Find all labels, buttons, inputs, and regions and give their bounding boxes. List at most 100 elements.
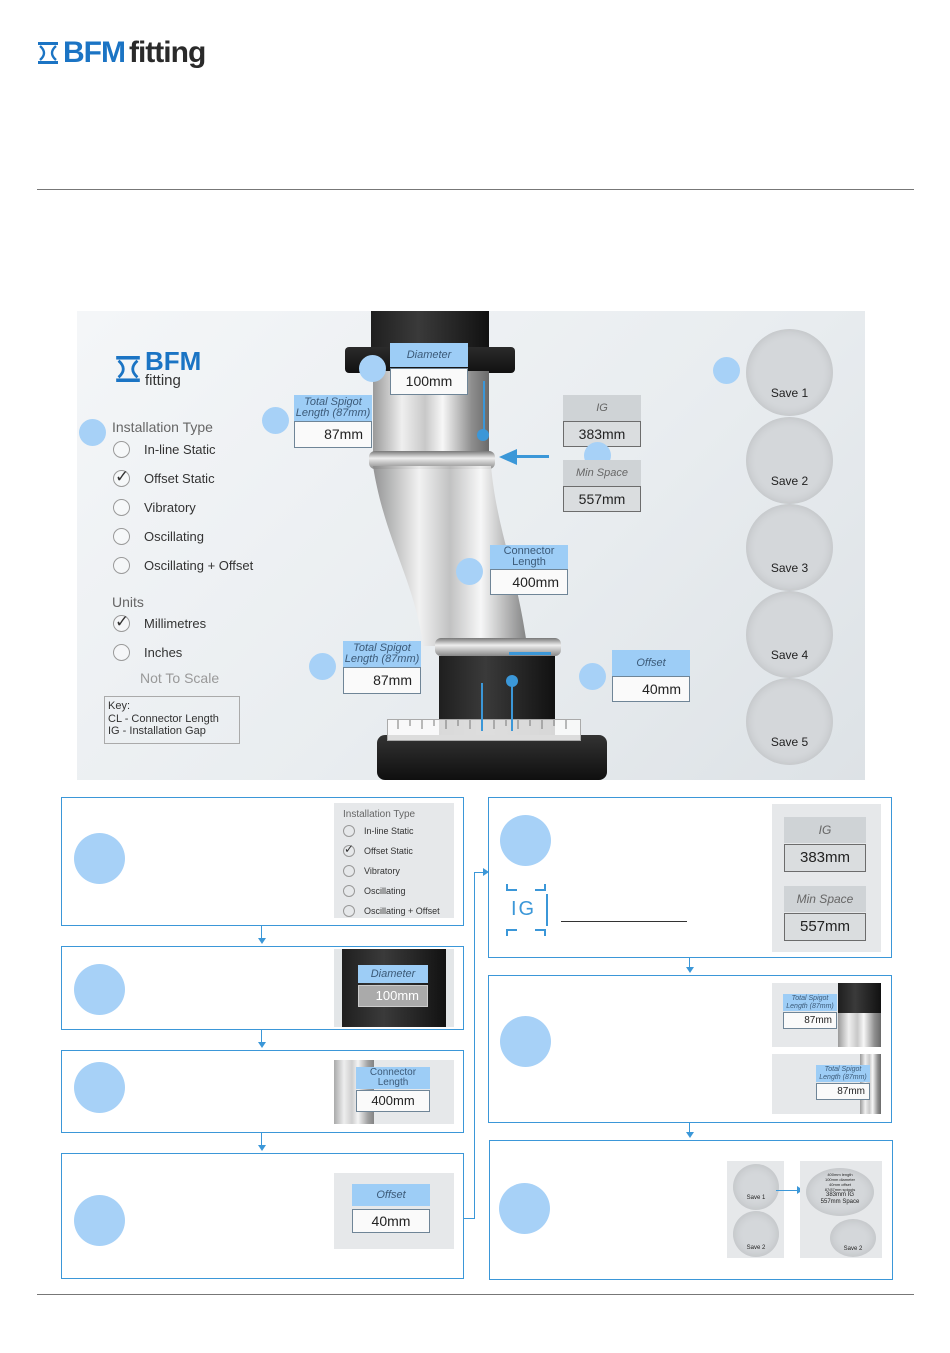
bfm-logo-icon [38, 42, 58, 64]
option-oscillating[interactable]: Oscillating [113, 522, 253, 551]
step-marker-2 [74, 964, 125, 1015]
thumb-connector-value: 400mm [356, 1090, 430, 1112]
spigot-top-input[interactable]: 87mm [294, 421, 372, 448]
option-millimetres[interactable]: Millimetres [113, 609, 206, 638]
thumb-save-info: 400mm length 100mm diameter 40mm offset … [806, 1168, 874, 1216]
option-offset-static[interactable]: Offset Static [113, 464, 253, 493]
offset-line-left [481, 683, 483, 731]
flow-arrow-5 [686, 967, 694, 973]
spigot-bottom-label-line1: Total Spigot [353, 642, 411, 654]
radio-inline-static[interactable] [113, 441, 130, 458]
flow-arrow-6 [686, 1132, 694, 1138]
thumb-option-4: Oscillating [343, 881, 445, 901]
radio-offset-static[interactable] [113, 467, 130, 487]
step-marker-spigot-bottom [309, 653, 336, 680]
flow-arrow-1 [258, 938, 266, 944]
flow-line-2 [261, 1030, 262, 1043]
save-5-button[interactable]: Save 5 [746, 678, 833, 765]
flow-line-6 [689, 1123, 690, 1133]
step-marker-spigot-top [262, 407, 289, 434]
step-marker-6 [500, 1016, 551, 1067]
flow-line-1 [261, 926, 262, 940]
app-logo: BFM fitting [115, 346, 202, 389]
installation-type-title: Installation Type [112, 419, 213, 435]
ig-symbol-icon: IG [503, 882, 549, 938]
thumb-offset-label: Offset [352, 1184, 430, 1206]
save-preview-arrow-line [776, 1190, 798, 1191]
saves-thumbnail: Save 1 Save 2 [727, 1161, 784, 1258]
spigot-bottom-input[interactable]: 87mm [343, 667, 421, 694]
connector-thumbnail: Connector Length 400mm [334, 1060, 454, 1124]
offset-input[interactable]: 40mm [612, 676, 690, 702]
installation-thumbnail: Installation Type In-line Static Offset … [334, 803, 454, 918]
thumb-ig-label: IG [784, 817, 866, 843]
key-title: Key: [108, 700, 131, 712]
step-panel-ig: IG IG 383mm Min Space 557mm [488, 797, 892, 958]
key-line-cl: CL - Connector Length [108, 712, 219, 725]
offset-marker [506, 675, 518, 687]
thumb-ig-value: 383mm [784, 844, 866, 872]
connector-input[interactable]: 400mm [490, 569, 568, 595]
flow-arrow-2 [258, 1042, 266, 1048]
offset-line-right [511, 683, 513, 731]
save-2-button[interactable]: Save 2 [746, 417, 833, 504]
spigot-bottom-label: Total Spigot Length (87mm) [343, 641, 421, 667]
flow-arrow-3 [258, 1145, 266, 1151]
save-3-button[interactable]: Save 3 [746, 504, 833, 591]
ig-thumbnail: IG 383mm Min Space 557mm [772, 804, 881, 952]
units-title: Units [112, 594, 144, 610]
diameter-input[interactable]: 100mm [390, 368, 468, 395]
thumb-option-2: Offset Static [343, 841, 445, 861]
spigot-bottom-label-line2: Length (87mm) [344, 653, 420, 665]
ruler-ticks [397, 720, 567, 729]
radio-millimetres[interactable] [113, 612, 130, 632]
logo-fitting-text: fitting [128, 36, 206, 69]
radio-vibratory[interactable] [113, 499, 130, 516]
step-marker-5 [500, 815, 551, 866]
logo-bfm-text: BFM [63, 36, 126, 69]
radio-inches[interactable] [113, 644, 130, 661]
ig-symbol-text: IG [511, 898, 537, 920]
app-logo-fitting: fitting [145, 372, 181, 389]
thumb-min-space-value: 557mm [784, 913, 866, 941]
ig-pointer-arrow [515, 455, 549, 458]
footer-divider [37, 1294, 914, 1295]
thumb-spigot-top-label: Total Spigot Length (87mm) [783, 994, 837, 1011]
brand-logo: BFM fitting [37, 36, 206, 70]
step-marker-diameter [359, 355, 386, 382]
flange-bottom [377, 735, 607, 780]
radio-oscillating-offset[interactable] [113, 557, 130, 574]
step-marker-offset [579, 663, 606, 690]
thumb-spigot-bottom-label: Total Spigot Length (87mm) [816, 1065, 870, 1082]
calculator-app: BFM fitting Installation Type In-line St… [77, 311, 865, 780]
save-4-button[interactable]: Save 4 [746, 591, 833, 678]
app-logo-bfm: BFM [145, 346, 202, 376]
spigot-top-thumbnail: Total Spigot Length (87mm) 87mm [772, 983, 881, 1047]
save-1-button[interactable]: Save 1 [746, 329, 833, 416]
radio-oscillating[interactable] [113, 528, 130, 545]
thumb-save-2: Save 2 [733, 1211, 779, 1257]
thumb-option-5: Oscillating + Offset [343, 901, 445, 918]
step-marker-installation [79, 419, 106, 446]
ig-dimension-line [483, 381, 485, 435]
thumb-spigot-bottom-value: 87mm [816, 1083, 870, 1100]
option-oscillating-offset[interactable]: Oscillating + Offset [113, 551, 253, 580]
ig-pointer-arrowhead [499, 449, 517, 465]
spigot-top-label-line2: Length (87mm) [295, 407, 371, 419]
connector-bend [373, 466, 527, 646]
thumb-save-1: Save 1 [733, 1164, 779, 1210]
thumb-save-2b: Save 2 [830, 1219, 876, 1257]
key-line-ig: IG - Installation Gap [108, 725, 206, 737]
step-marker-3 [74, 1062, 125, 1113]
thumb-connector-label: Connector Length [356, 1067, 430, 1089]
step-marker-1 [74, 833, 125, 884]
option-inline-static[interactable]: In-line Static [113, 435, 253, 464]
step-marker-connector [456, 558, 483, 585]
ig-dimension-marker [477, 429, 489, 441]
step-panel-spigots: Total Spigot Length (87mm) 87mm Total Sp… [488, 975, 892, 1123]
flow-line-3 [261, 1133, 262, 1146]
option-inches[interactable]: Inches [113, 638, 206, 667]
installation-options: In-line Static Offset Static Vibratory O… [113, 435, 253, 580]
app-logo-icon [116, 355, 140, 382]
option-vibratory[interactable]: Vibratory [113, 493, 253, 522]
